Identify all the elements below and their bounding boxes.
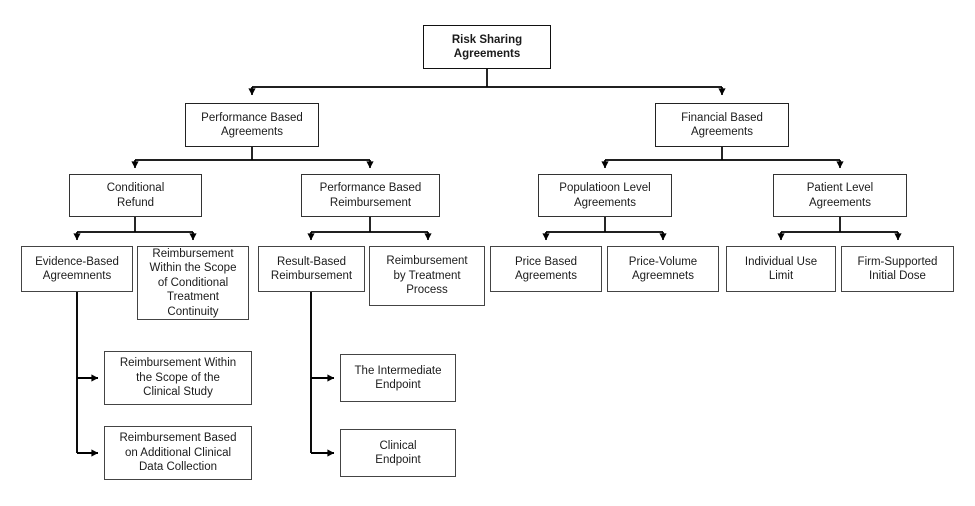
- node-label: Financial Based Agreements: [681, 111, 763, 139]
- node-firm-supported-initial-dose[interactable]: Firm-Supported Initial Dose: [841, 246, 954, 292]
- edge-result-based-to-bottom: [310, 292, 335, 457]
- node-label: Performance Based Agreements: [201, 111, 303, 139]
- node-label: Reimbursement Within the Scope of Condit…: [149, 247, 237, 318]
- node-performance-based-agreements[interactable]: Performance Based Agreements: [185, 103, 319, 147]
- node-population-level-agreements[interactable]: Populatioon Level Agreements: [538, 174, 672, 217]
- edge-performance-reimbursement-to-level4: [307, 217, 432, 241]
- node-label: Reimbursement by Treatment Process: [386, 255, 468, 297]
- node-conditional-refund[interactable]: Conditional Refund: [69, 174, 202, 217]
- node-price-volume-agreements[interactable]: Price-Volume Agreemnets: [607, 246, 719, 292]
- node-label: Individual Use Limit: [744, 255, 818, 283]
- edge-root-to-level2: [248, 69, 726, 96]
- node-label: The Intermediate Endpoint: [354, 364, 442, 392]
- edge-patient-to-level4: [777, 217, 902, 241]
- node-label: Performance Based Reimbursement: [319, 182, 422, 209]
- node-label: Reimbursement Based on Additional Clinic…: [119, 432, 237, 474]
- node-performance-based-reimbursement[interactable]: Performance Based Reimbursement: [301, 174, 440, 217]
- node-label: Evidence-Based Agreemnents: [35, 255, 119, 283]
- node-reimbursement-clinical-study[interactable]: Reimbursement Within the Scope of the Cl…: [104, 351, 252, 405]
- node-reimbursement-additional-clinical-data[interactable]: Reimbursement Based on Additional Clinic…: [104, 426, 252, 480]
- node-label: Populatioon Level Agreements: [559, 182, 651, 209]
- edge-population-to-level4: [542, 217, 667, 241]
- node-label: Reimbursement Within the Scope of the Cl…: [119, 357, 237, 399]
- edge-conditional-refund-to-level4: [73, 217, 197, 241]
- node-the-intermediate-endpoint[interactable]: The Intermediate Endpoint: [340, 354, 456, 402]
- node-result-based-reimbursement[interactable]: Result-Based Reimbursement: [258, 246, 365, 292]
- node-risk-sharing-agreements[interactable]: Risk Sharing Agreements: [423, 25, 551, 69]
- node-individual-use-limit[interactable]: Individual Use Limit: [726, 246, 836, 292]
- node-label: Price-Volume Agreemnets: [628, 255, 698, 283]
- node-label: Clinical Endpoint: [375, 439, 421, 467]
- node-clinical-endpoint[interactable]: Clinical Endpoint: [340, 429, 456, 477]
- node-label: Patient Level Agreements: [806, 182, 874, 209]
- node-label: Risk Sharing Agreements: [451, 33, 523, 61]
- node-label: Result-Based Reimbursement: [270, 255, 353, 283]
- node-label: Price Based Agreements: [514, 255, 577, 283]
- node-label: Conditional Refund: [106, 182, 165, 209]
- node-label: Firm-Supported Initial Dose: [857, 255, 938, 283]
- node-price-based-agreements[interactable]: Price Based Agreements: [490, 246, 602, 292]
- edge-evidence-based-to-bottom: [76, 292, 99, 457]
- node-patient-level-agreements[interactable]: Patient Level Agreements: [773, 174, 907, 217]
- node-financial-based-agreements[interactable]: Financial Based Agreements: [655, 103, 789, 147]
- node-evidence-based-agreements[interactable]: Evidence-Based Agreemnents: [21, 246, 133, 292]
- node-reimbursement-conditional-treatment-continuity[interactable]: Reimbursement Within the Scope of Condit…: [137, 246, 249, 320]
- edge-financial-to-level3: [601, 147, 844, 169]
- edge-performance-to-level3: [131, 147, 374, 169]
- node-reimbursement-by-treatment-process[interactable]: Reimbursement by Treatment Process: [369, 246, 485, 306]
